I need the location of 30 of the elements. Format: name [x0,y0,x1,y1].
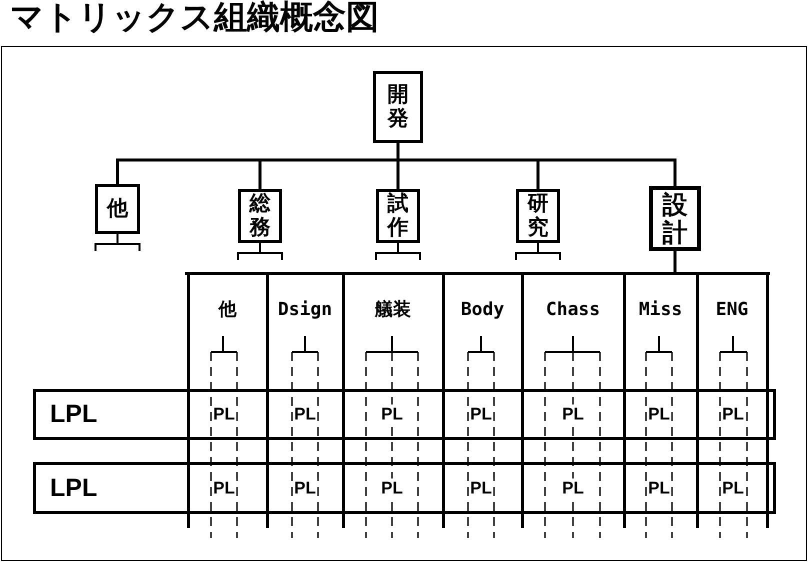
connector-line [396,143,676,186]
column-label: Chass [546,299,600,321]
diagram-title: マトリックス組織概念図 [10,0,379,37]
role-label: PL [380,478,404,498]
org-box [516,189,560,243]
org-box [649,186,701,251]
department-label: 研究 [528,192,548,240]
department-label: 他 [107,197,128,221]
project-row [33,462,776,514]
column-label: 他 [218,299,236,321]
role-label: PL [561,404,585,424]
row-label: LPL [50,476,98,500]
project-row [33,389,776,440]
row-label: LPL [50,402,98,427]
column-label: Dsign [278,299,332,321]
role-label: PL [380,404,404,424]
org-box [95,184,140,234]
column-label: Body [460,299,504,321]
department-label: 設計 [662,190,688,246]
column-label: Miss [638,299,682,321]
department-label: 開発 [388,83,408,131]
column-label: ENG [716,299,748,321]
connector-line [674,251,770,276]
org-box [376,189,420,243]
department-label: 総務 [250,192,270,240]
role-label: PL [561,478,585,498]
org-box [373,71,423,143]
column-label: 艤装 [375,299,411,321]
department-label: 試作 [388,192,408,240]
org-box [238,189,282,243]
